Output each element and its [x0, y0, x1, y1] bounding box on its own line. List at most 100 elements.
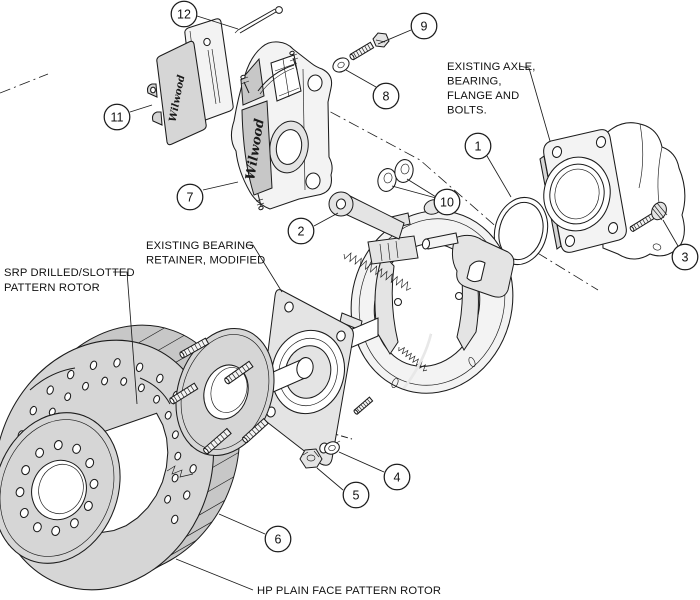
shoe-hold-down-pin: [393, 297, 403, 307]
callout-12: 12: [170, 0, 239, 30]
rotor-drill-hole: [101, 376, 109, 386]
bleed-screw-stem: [243, 81, 250, 94]
label-leader: [113, 271, 138, 405]
bolt-hex-head: [372, 32, 390, 48]
callout-bubble: [383, 463, 411, 491]
brake-pads: Wilwood: [146, 18, 234, 146]
callout-leader: [338, 451, 385, 473]
hub-flange: [169, 327, 275, 457]
cap-screw-shaft-thread: [645, 217, 649, 222]
label-leader: [246, 244, 283, 293]
label-text: EXISTING BEARING: [146, 240, 254, 252]
callout-2: 2: [287, 212, 339, 245]
cable-stud-thread: [358, 406, 363, 411]
o-ring: [493, 196, 549, 266]
wheel-stud-thread: [228, 375, 233, 381]
shim-washer-outer: [377, 168, 397, 192]
callout-leader: [345, 69, 377, 88]
callout-3: 3: [662, 219, 699, 271]
wheel-stud-thread: [187, 348, 191, 354]
cap-screw: [629, 201, 668, 233]
cap-screw-shaft-thread: [636, 223, 640, 228]
wheel-stud-thread: [242, 366, 246, 372]
bleed-screw-stem: [292, 57, 298, 71]
wheel-stud-thread: [201, 340, 205, 346]
shim-washer-hole: [383, 172, 393, 184]
bleed-screw-tip: [289, 50, 295, 56]
rotor-drill-hole: [164, 410, 172, 420]
callout-number: 4: [394, 470, 401, 484]
pad-pin-hole: [203, 37, 211, 47]
mount-bolt-shaft-thread: [361, 47, 366, 53]
callout-bubble: [264, 525, 292, 553]
flange-bolt-hole: [551, 146, 563, 158]
callout-6: 6: [218, 513, 292, 553]
flange-bolt-hole: [607, 222, 619, 234]
rotor-drill-hole: [120, 377, 128, 386]
rotor-lug-hole: [32, 522, 42, 533]
bleed-screw-rings: [288, 53, 299, 62]
wheel-stud-thread: [223, 431, 228, 437]
wheel-stud-thread: [207, 445, 212, 451]
rotor-bore-wall: [38, 464, 84, 514]
wheel-stud-tip: [203, 447, 209, 455]
rotor-vane-tick: [212, 452, 239, 468]
retainer-bearing-mid: [278, 337, 338, 407]
callout-8: 8: [345, 69, 400, 110]
label-text: FLANGE AND: [447, 90, 519, 102]
label-text: BEARING,: [447, 76, 502, 88]
callout-5: 5: [316, 467, 370, 509]
callout-4: 4: [338, 451, 411, 491]
rotor-drill-hole: [137, 383, 145, 393]
callout-leader: [486, 155, 512, 198]
mount-bolt-shaft-thread: [356, 50, 360, 57]
mount-bolt-shaft-thread: [358, 49, 363, 55]
callout-bubble: [342, 481, 370, 509]
bearing-bore-inner: [554, 168, 600, 220]
callout-bubble: [433, 188, 461, 216]
wheel-stud-tip: [224, 377, 230, 385]
rotor-drill-hole: [46, 385, 54, 395]
washer-outer: [332, 57, 350, 73]
wheel-stud-thread: [177, 394, 181, 400]
wheel-stud-thread: [245, 434, 251, 440]
wheel-stud-thread: [173, 396, 178, 402]
axle-shaft-end: [296, 357, 314, 379]
callout-bubble: [103, 103, 131, 131]
rotor-lug-hole: [51, 525, 61, 536]
callout-leader: [391, 185, 437, 199]
callout-leader: [316, 467, 344, 491]
wheel-stud-thread: [251, 429, 257, 435]
wheel-stud-tip: [169, 397, 175, 405]
backing-plate-assembly: [328, 191, 515, 415]
callout-number: 9: [421, 19, 428, 33]
callout-7: 7: [176, 181, 239, 211]
wheel-stud-thread: [198, 342, 202, 348]
wheel-stud-thread: [248, 432, 254, 437]
lock-washer: [324, 440, 341, 455]
flange-bolt-hole: [595, 136, 607, 148]
label-text: PATTERN ROTOR: [4, 282, 100, 294]
rotor-lug-hole: [21, 465, 31, 476]
caliper-mount-hole-bottom: [305, 172, 321, 190]
label-text: BOLTS.: [447, 105, 487, 117]
rotor-drill-hole: [156, 373, 164, 384]
cotter-pin-body: [237, 8, 277, 34]
callout-number: 6: [275, 532, 282, 546]
rotor-drill-hole: [135, 362, 144, 372]
backing-plate-rim: [358, 218, 506, 386]
rotor-lug-hole: [19, 507, 29, 519]
rotor-lug-hole: [72, 443, 82, 454]
crossover-tube: [257, 64, 295, 92]
mount-bolt-shaft-thread: [367, 44, 371, 50]
rotor-drill-hole: [170, 514, 179, 525]
pad-tab: [151, 111, 163, 126]
rotor-drill-hole: [113, 358, 121, 368]
housing-hole: [652, 243, 662, 251]
bracket-notch: [466, 260, 486, 283]
callout-leader: [406, 178, 437, 198]
plate-slot: [391, 378, 399, 388]
